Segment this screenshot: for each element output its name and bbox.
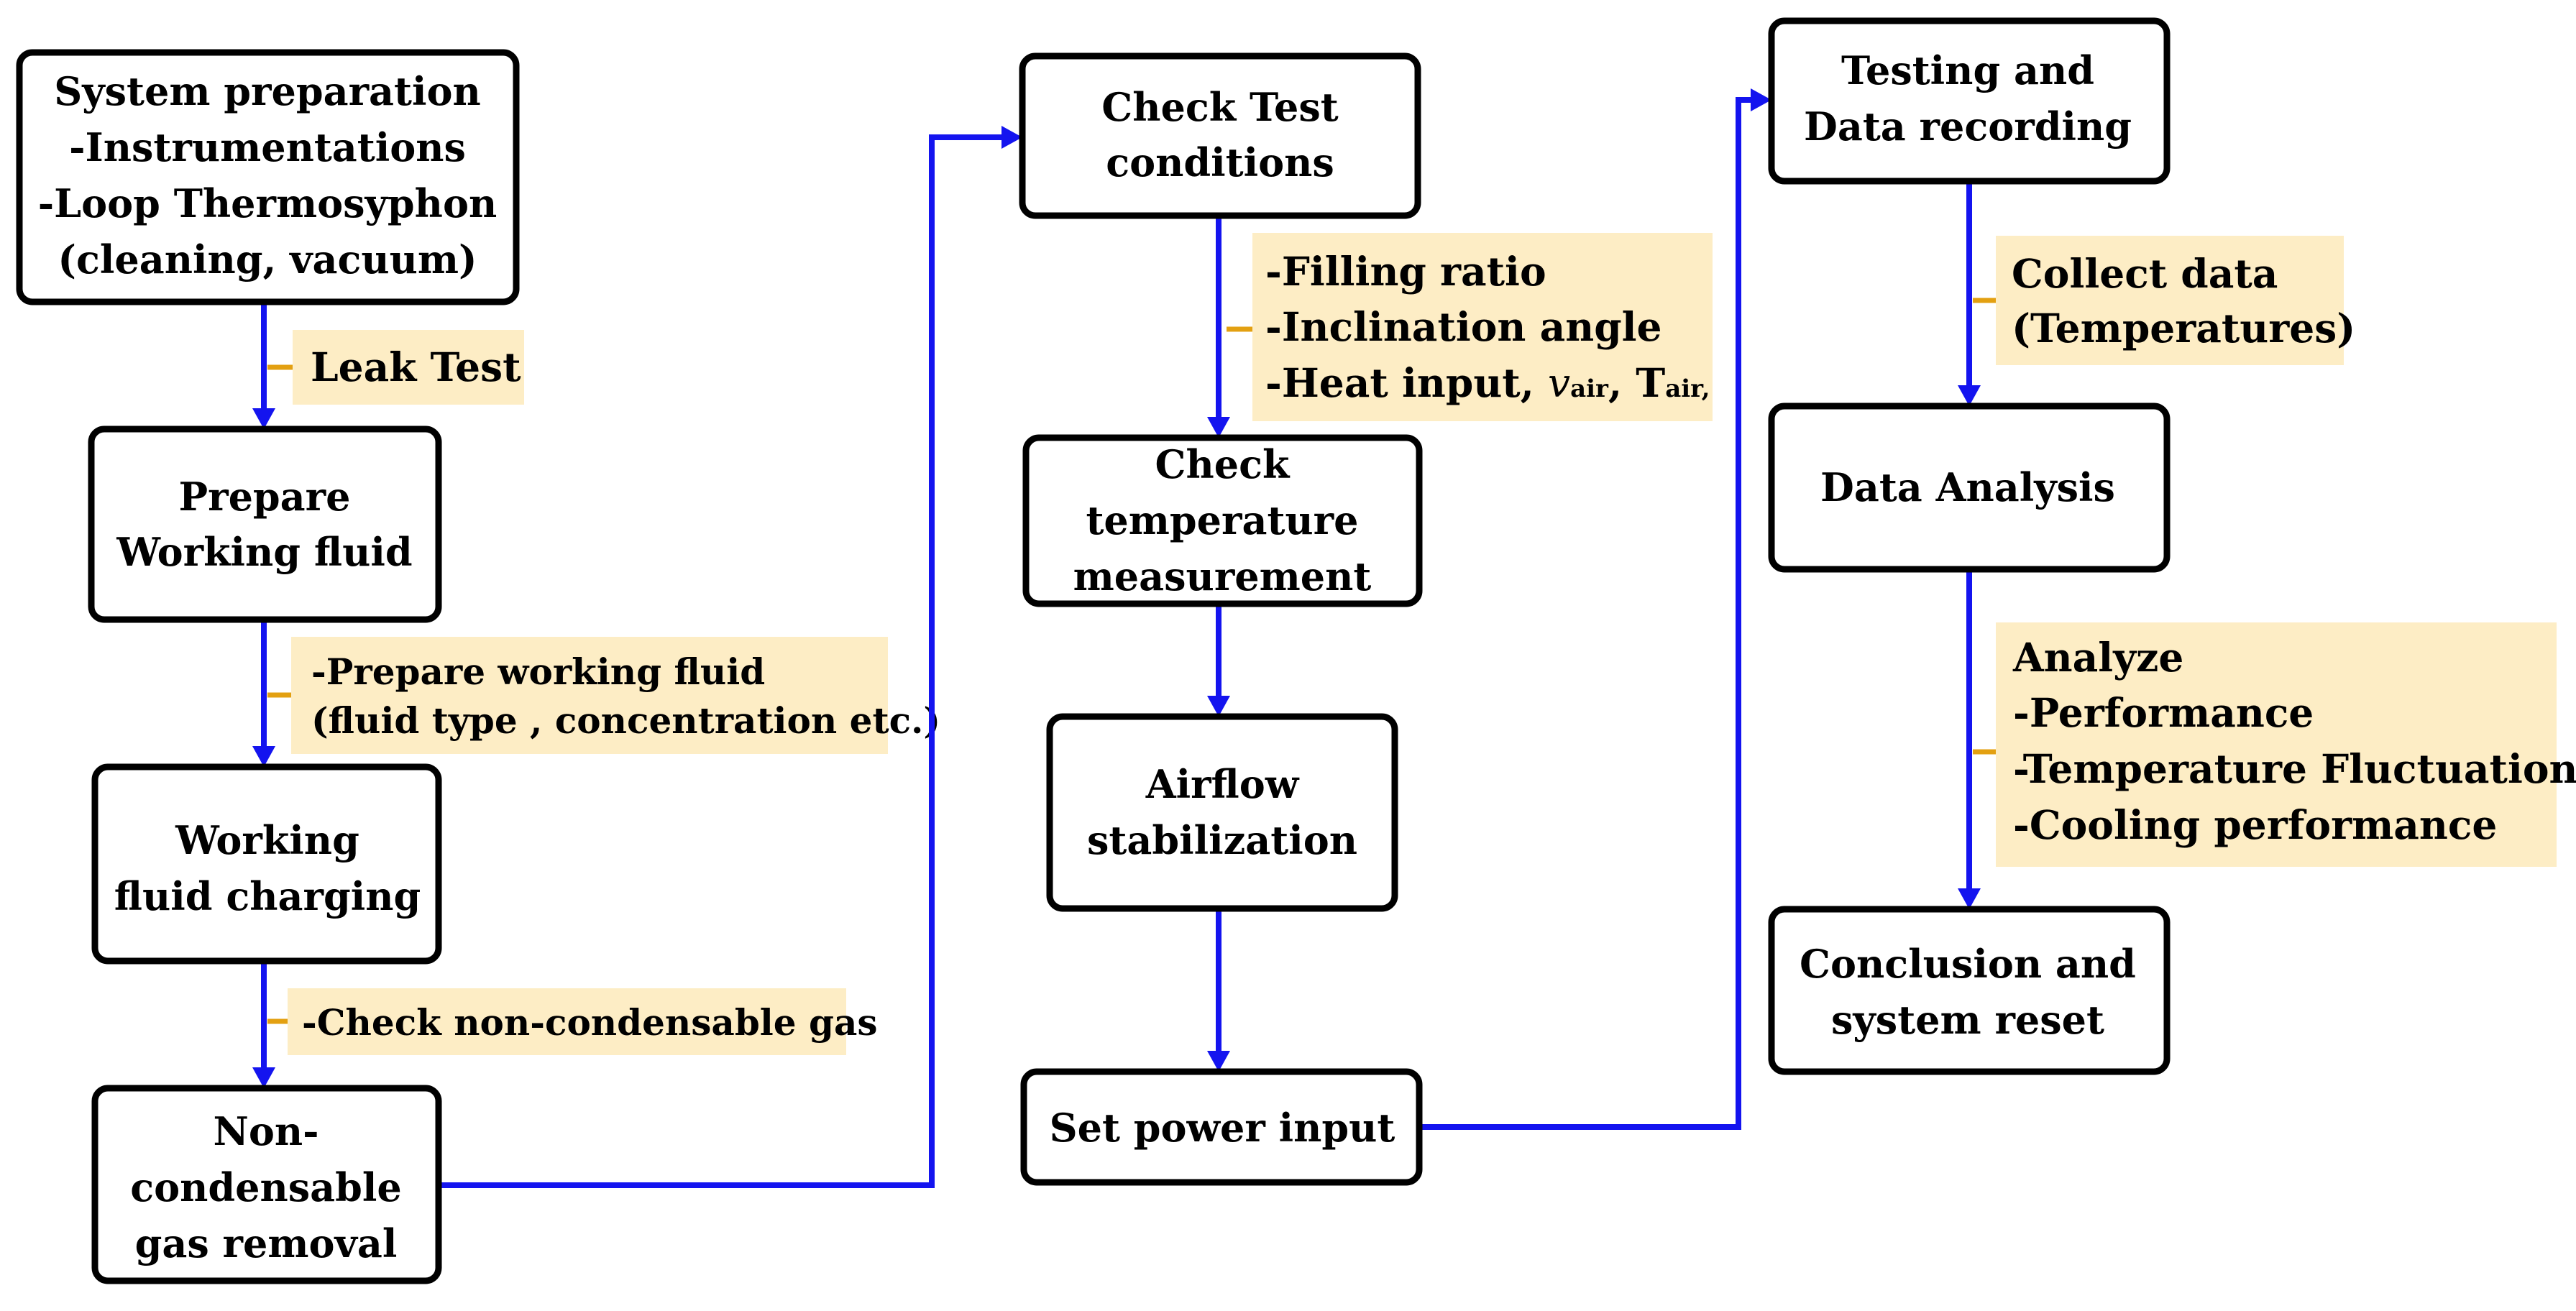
box-airflow-line-2: stabilization (1087, 817, 1357, 863)
box-check-test-conditions-line-2: conditions (1106, 139, 1334, 185)
arrowhead-ncg-to-check-test (1001, 126, 1022, 149)
box-working-fluid-charging-line-1: Working (175, 817, 359, 863)
note-analyze-line-1: Analyze (2012, 634, 2183, 681)
box-airflow-line-1: Airflow (1145, 761, 1300, 807)
box-testing-line-1: Testing and (1841, 47, 2094, 93)
box-set-power-input-line-1: Set power input (1050, 1105, 1395, 1151)
box-set-power-input: Set power input (1020, 1068, 1423, 1186)
air-velocity-symbol: v (1548, 360, 1570, 406)
arrowhead-charging-to-ncg (252, 1067, 275, 1088)
box-conclusion-system-reset: Conclusion and system reset (1768, 906, 2171, 1075)
connector-ncg-to-check-test (439, 134, 1003, 1188)
note-check-ncg: -Check non-condensable gas (267, 988, 878, 1055)
note-test-conditions-line-3: -Heat input, vair, Tair, (1265, 359, 1710, 406)
box-ncg-removal: Non- condensable gas removal (91, 1085, 442, 1284)
note-check-ncg-line-1: -Check non-condensable gas (302, 1001, 878, 1044)
note-leak-test-line-1: Leak Test (311, 344, 521, 390)
box-check-temperature-line-2: temperature (1086, 497, 1358, 543)
box-check-temperature-measurement: Check temperature measurement (1022, 434, 1423, 607)
box-airflow-stabilization: Airflow stabilization (1046, 713, 1398, 912)
box-conclusion-line-2: system reset (1831, 997, 2104, 1043)
note-test-conditions: -Filling ratio -Inclination angle -Heat … (1227, 233, 1713, 421)
box-data-analysis-line-1: Data Analysis (1820, 464, 2115, 510)
box-ncg-removal-line-3: gas removal (135, 1220, 398, 1266)
box-ncg-removal-line-2: condensable (130, 1164, 402, 1210)
air-temperature-subscript: air, (1665, 374, 1710, 403)
connector-power-to-testing (1419, 97, 1752, 1130)
box-working-fluid-charging: Working fluid charging (91, 763, 442, 965)
arrowhead-prep-to-fluid (252, 408, 275, 429)
arrowhead-power-to-testing (1751, 88, 1771, 111)
note-prepare-working-fluid-line-2: (fluid type , concentration etc.) (311, 699, 940, 742)
box-testing-line-2: Data recording (1804, 104, 2132, 150)
box-system-preparation-line-1: System preparation (54, 68, 481, 114)
arrowhead-testing-to-analysis (1958, 385, 1981, 406)
box-testing-data-recording: Testing and Data recording (1768, 17, 2171, 185)
air-temperature-symbol: T (1636, 359, 1665, 406)
note-analyze: Analyze -Performance -Temperature Fluctu… (1973, 622, 2576, 867)
air-velocity-subscript: air (1570, 374, 1609, 403)
note-test-conditions-line-1: -Filling ratio (1265, 248, 1546, 295)
box-prepare-working-fluid: Prepare Working fluid (88, 426, 442, 623)
note-prepare-working-fluid: -Prepare working fluid (fluid type , con… (267, 637, 940, 754)
note-collect-data-line-1: Collect data (2012, 250, 2278, 297)
box-conclusion-line-1: Conclusion and (1800, 941, 2136, 987)
box-ncg-removal-line-1: Non- (213, 1108, 318, 1154)
note-analyze-line-2: -Performance (2013, 689, 2314, 736)
arrowhead-fluid-to-charging (252, 746, 275, 767)
arrowhead-airflow-to-power (1207, 1051, 1230, 1072)
flow-connectors (252, 88, 1981, 1188)
note-test-conditions-line-2: -Inclination angle (1265, 303, 1662, 350)
note-prepare-working-fluid-line-1: -Prepare working fluid (311, 650, 765, 693)
note-analyze-line-3: -Temperature Fluctuation (2013, 745, 2576, 792)
box-check-temperature-line-1: Check (1155, 441, 1291, 487)
note-analyze-line-4: -Cooling performance (2013, 801, 2497, 848)
box-system-preparation-line-2: -Instrumentations (69, 124, 466, 170)
box-data-analysis: Data Analysis (1768, 402, 2171, 573)
box-prepare-working-fluid-line-2: Working fluid (116, 529, 412, 575)
box-check-temperature-line-3: measurement (1073, 553, 1372, 599)
arrowhead-analysis-to-conclusion (1958, 888, 1981, 909)
box-check-test-conditions-line-1: Check Test (1101, 84, 1338, 130)
heat-input-label: -Heat input, (1265, 359, 1548, 406)
arrowhead-check-test-to-temperature (1207, 417, 1230, 438)
arrowhead-temperature-to-airflow (1207, 696, 1230, 717)
note-collect-data: Collect data (Temperatures) (1973, 236, 2355, 365)
box-working-fluid-charging-line-2: fluid charging (114, 873, 421, 919)
note-leak-test: Leak Test (267, 330, 524, 405)
box-system-preparation-line-3: -Loop Thermosyphon (38, 180, 497, 226)
box-system-preparation-line-4: (cleaning, vacuum) (58, 236, 477, 282)
box-check-test-conditions: Check Test conditions (1019, 52, 1421, 219)
symbol-separator: , (1608, 359, 1636, 406)
box-system-preparation: System preparation -Instrumentations -Lo… (16, 49, 520, 305)
box-prepare-working-fluid-line-1: Prepare (179, 474, 351, 520)
note-collect-data-line-2: (Temperatures) (2012, 305, 2355, 351)
